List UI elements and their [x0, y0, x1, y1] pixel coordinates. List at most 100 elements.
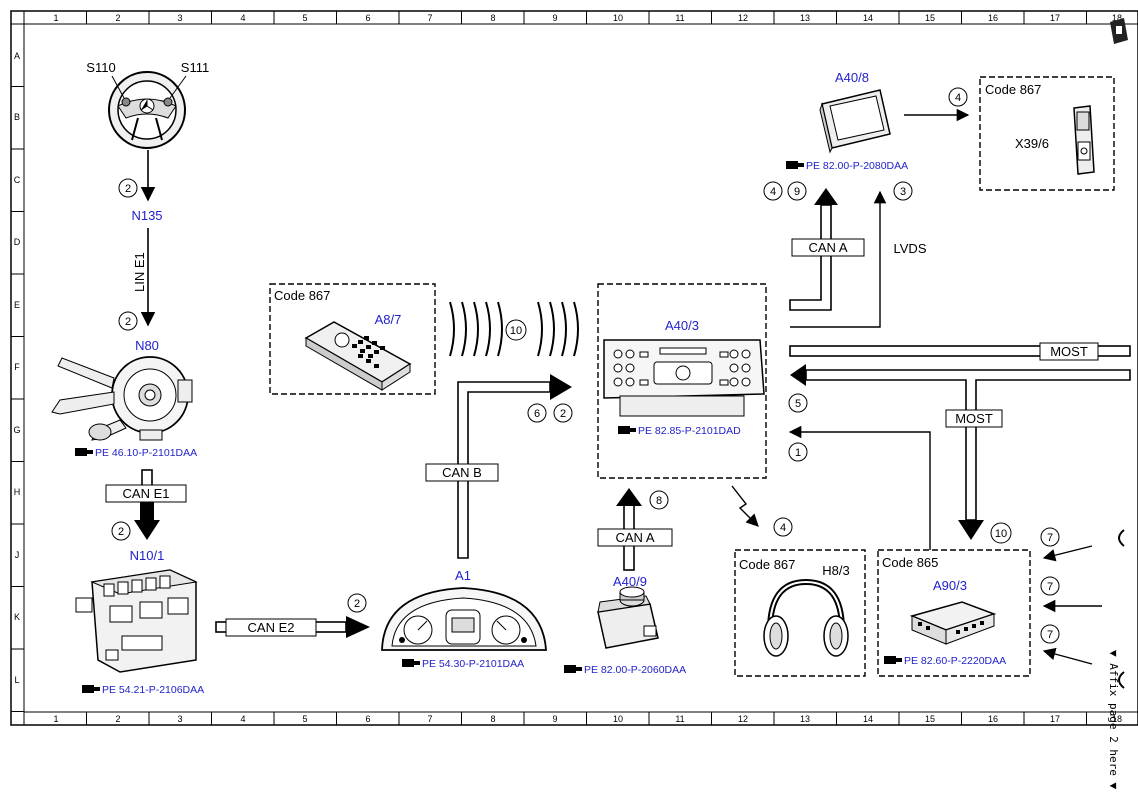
infrared-signal-icon — [449, 301, 579, 357]
marker-2-n80: 2 — [118, 311, 138, 331]
label-can-a-bottom: CAN A — [615, 530, 654, 545]
col-label: 2 — [115, 714, 120, 724]
label-s110: S110 — [86, 60, 115, 75]
antenna-input-arrow — [1042, 647, 1093, 665]
col-label: 10 — [613, 13, 623, 23]
label-can-a-top: CAN A — [808, 240, 847, 255]
ruler-frame — [10, 10, 1138, 726]
svg-text:2: 2 — [118, 526, 124, 538]
most-bus-top — [789, 342, 1131, 361]
code-865-box-a90-3 — [877, 549, 1031, 677]
ref-n80: PE 46.10-P-2101DAA — [95, 447, 197, 459]
wireless-signal-arrow — [731, 485, 759, 527]
signal-line-1 — [788, 425, 931, 550]
marker-10-ir: 10 — [505, 319, 527, 341]
col-label: 5 — [302, 714, 307, 724]
ruler-column-labels-top: 1 2 3 4 5 6 7 8 9 10 11 12 13 14 15 16 1… — [53, 13, 1122, 23]
marker-8: 8 — [649, 490, 669, 510]
leader-line — [169, 75, 187, 99]
col-label: 9 — [552, 714, 557, 724]
antenna-input-arrow — [1042, 545, 1093, 562]
code-label: Code 867 — [739, 557, 795, 572]
can-e2-bus — [215, 616, 370, 638]
marker-2-n10: 2 — [111, 521, 131, 541]
ref-a40-3: PE 82.85-P-2101DAD — [638, 425, 741, 437]
col-label: 8 — [490, 714, 495, 724]
svg-text:4: 4 — [780, 522, 786, 534]
ref-icon — [402, 659, 420, 667]
col-label: 7 — [427, 714, 432, 724]
col-label: 6 — [365, 714, 370, 724]
svg-text:6: 6 — [534, 408, 540, 420]
row-label: D — [14, 237, 21, 247]
ruler-row-labels: A B C D E F G H J K L — [13, 51, 20, 685]
ref-icon — [618, 426, 636, 434]
label-n80: N80 — [135, 338, 159, 353]
marker-7-b: 7 — [1040, 576, 1060, 596]
label-h8-3: H8/3 — [822, 563, 849, 578]
affix-page-note: ▼ Affix page 2 here ▼ — [1107, 650, 1120, 789]
ref-a40-9: PE 82.00-P-2060DAA — [584, 664, 686, 676]
label-can-b: CAN B — [442, 465, 482, 480]
remote-control-icon — [304, 321, 412, 391]
code-867-box-a8-7 — [269, 283, 436, 395]
svg-text:4: 4 — [770, 186, 776, 198]
code-label: Code 865 — [882, 555, 938, 570]
label-can-e1: CAN E1 — [123, 486, 170, 501]
col-label: 6 — [365, 13, 370, 23]
col-label: 15 — [925, 714, 935, 724]
col-label: 18 — [1112, 714, 1122, 724]
label-s111: S111 — [181, 60, 209, 75]
label-a40-9: A40/9 — [613, 574, 647, 589]
svg-text:10: 10 — [510, 325, 522, 337]
svg-text:8: 8 — [656, 495, 662, 507]
label-lvds: LVDS — [894, 241, 927, 256]
marker-10-most: 10 — [990, 522, 1012, 544]
col-label: 8 — [490, 13, 495, 23]
col-label: 18 — [1112, 13, 1122, 23]
marker-2-n135: 2 — [118, 178, 138, 198]
ref-icon — [564, 665, 582, 673]
row-label: L — [14, 675, 19, 685]
headphones-icon — [763, 578, 849, 657]
col-label: 4 — [240, 714, 245, 724]
code-867-box-h8-3 — [734, 549, 866, 677]
row-label: F — [14, 362, 20, 372]
col-label: 16 — [988, 714, 998, 724]
svg-text:5: 5 — [795, 398, 801, 410]
can-e1-bus — [105, 469, 187, 540]
row-label: H — [14, 487, 21, 497]
col-label: 15 — [925, 13, 935, 23]
label-x39-6: X39/6 — [1015, 136, 1049, 151]
marker-4-x39: 4 — [948, 87, 968, 107]
code-867-box-x39-6 — [979, 76, 1115, 191]
col-label: 11 — [675, 13, 684, 23]
can-b-bus — [425, 374, 572, 559]
steering-column-module-icon — [51, 356, 193, 441]
label-a40-3: A40/3 — [665, 318, 699, 333]
can-a-bottom-bus — [597, 488, 673, 571]
label-n10-1: N10/1 — [130, 548, 165, 563]
row-label: G — [13, 425, 20, 435]
col-label: 1 — [53, 13, 58, 23]
marker-7-c: 7 — [1040, 624, 1060, 644]
leader-line — [111, 75, 125, 99]
marker-1: 1 — [788, 442, 808, 462]
svg-text:2: 2 — [560, 408, 566, 420]
row-label: C — [14, 175, 21, 185]
col-label: 17 — [1050, 714, 1060, 724]
marker-9: 9 — [787, 181, 807, 201]
svg-text:10: 10 — [995, 528, 1007, 540]
ref-a40-8: PE 82.00-P-2080DAA — [806, 160, 908, 172]
col-label: 11 — [675, 714, 684, 724]
svg-text:3: 3 — [900, 186, 906, 198]
svg-text:9: 9 — [794, 186, 800, 198]
svg-text:2: 2 — [354, 598, 360, 610]
marker-4-h8: 4 — [773, 517, 793, 537]
label-most-top: MOST — [1050, 344, 1088, 359]
marker-4-top: 4 — [763, 181, 783, 201]
corner-tab-icon — [1110, 18, 1128, 44]
ref-icon — [786, 161, 804, 169]
label-a90-3: A90/3 — [933, 578, 967, 593]
